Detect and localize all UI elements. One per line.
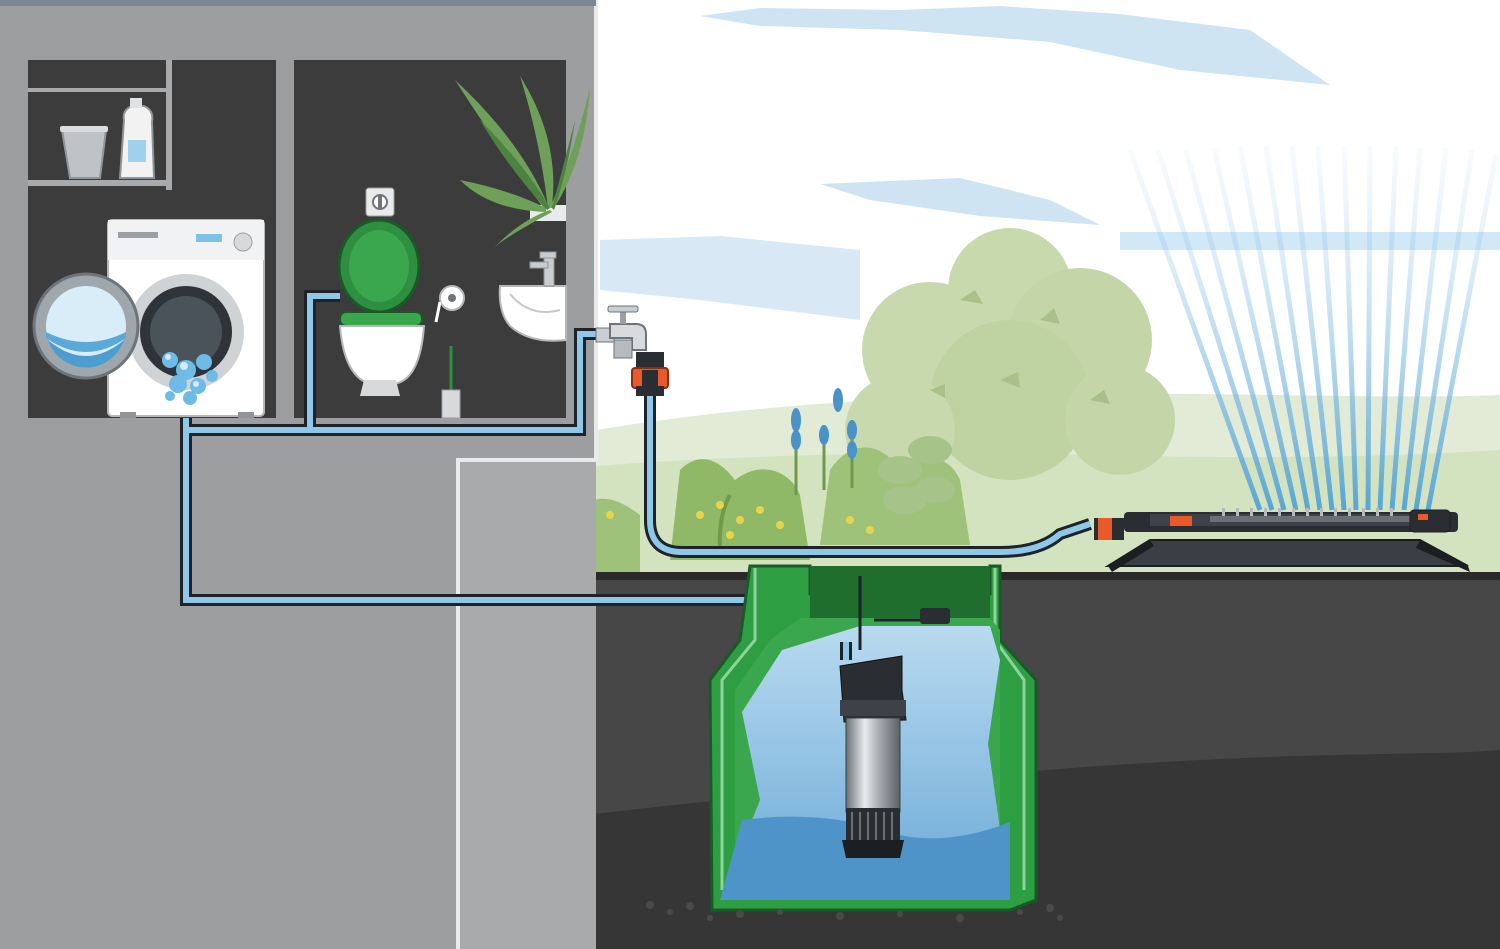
washing-machine-icon <box>32 219 265 418</box>
pipe-building <box>186 331 600 433</box>
shelf-top <box>28 88 166 92</box>
laundry-room <box>28 60 276 418</box>
hose-connector-icon <box>631 352 669 396</box>
tank-water-deep <box>720 816 1010 900</box>
washing-machine-display <box>196 234 222 242</box>
leafy-plant <box>878 436 955 514</box>
sink-icon <box>498 285 567 342</box>
cloud-low <box>600 236 860 320</box>
wall-outline <box>0 0 598 949</box>
shelf-bottom <box>28 180 166 186</box>
spray-band <box>1120 232 1500 250</box>
washer-door <box>32 272 140 380</box>
pipe-toilet <box>307 293 340 430</box>
toilet-paper-icon <box>434 285 465 323</box>
bathroom <box>294 60 590 419</box>
flush-button-icon <box>365 187 395 217</box>
clouds <box>600 6 1330 320</box>
blue-flowers <box>791 388 857 495</box>
cloud-middle <box>820 178 1100 225</box>
roof-edge <box>0 0 596 6</box>
toilet-icon <box>337 218 426 396</box>
faucet-icon <box>529 251 557 287</box>
bathroom-bg <box>294 60 566 418</box>
plant-icon <box>455 76 590 250</box>
tank-neck-shadow <box>810 566 990 618</box>
pump-icon <box>839 576 950 858</box>
toilet-brush-icon <box>441 346 461 419</box>
garden-hose <box>647 392 1091 555</box>
float-switch <box>920 608 950 624</box>
sprinkler-icon <box>1094 508 1470 572</box>
laundry-basket-icon <box>60 126 108 179</box>
building <box>0 0 598 949</box>
bush-icon <box>845 228 1175 485</box>
pebbles <box>646 901 1063 922</box>
cloud-top <box>700 6 1330 85</box>
tap-icon <box>595 305 647 359</box>
detergent-bottle-icon <box>118 98 156 179</box>
shelf-side <box>166 60 172 190</box>
sprinkler-spray <box>1127 145 1499 511</box>
